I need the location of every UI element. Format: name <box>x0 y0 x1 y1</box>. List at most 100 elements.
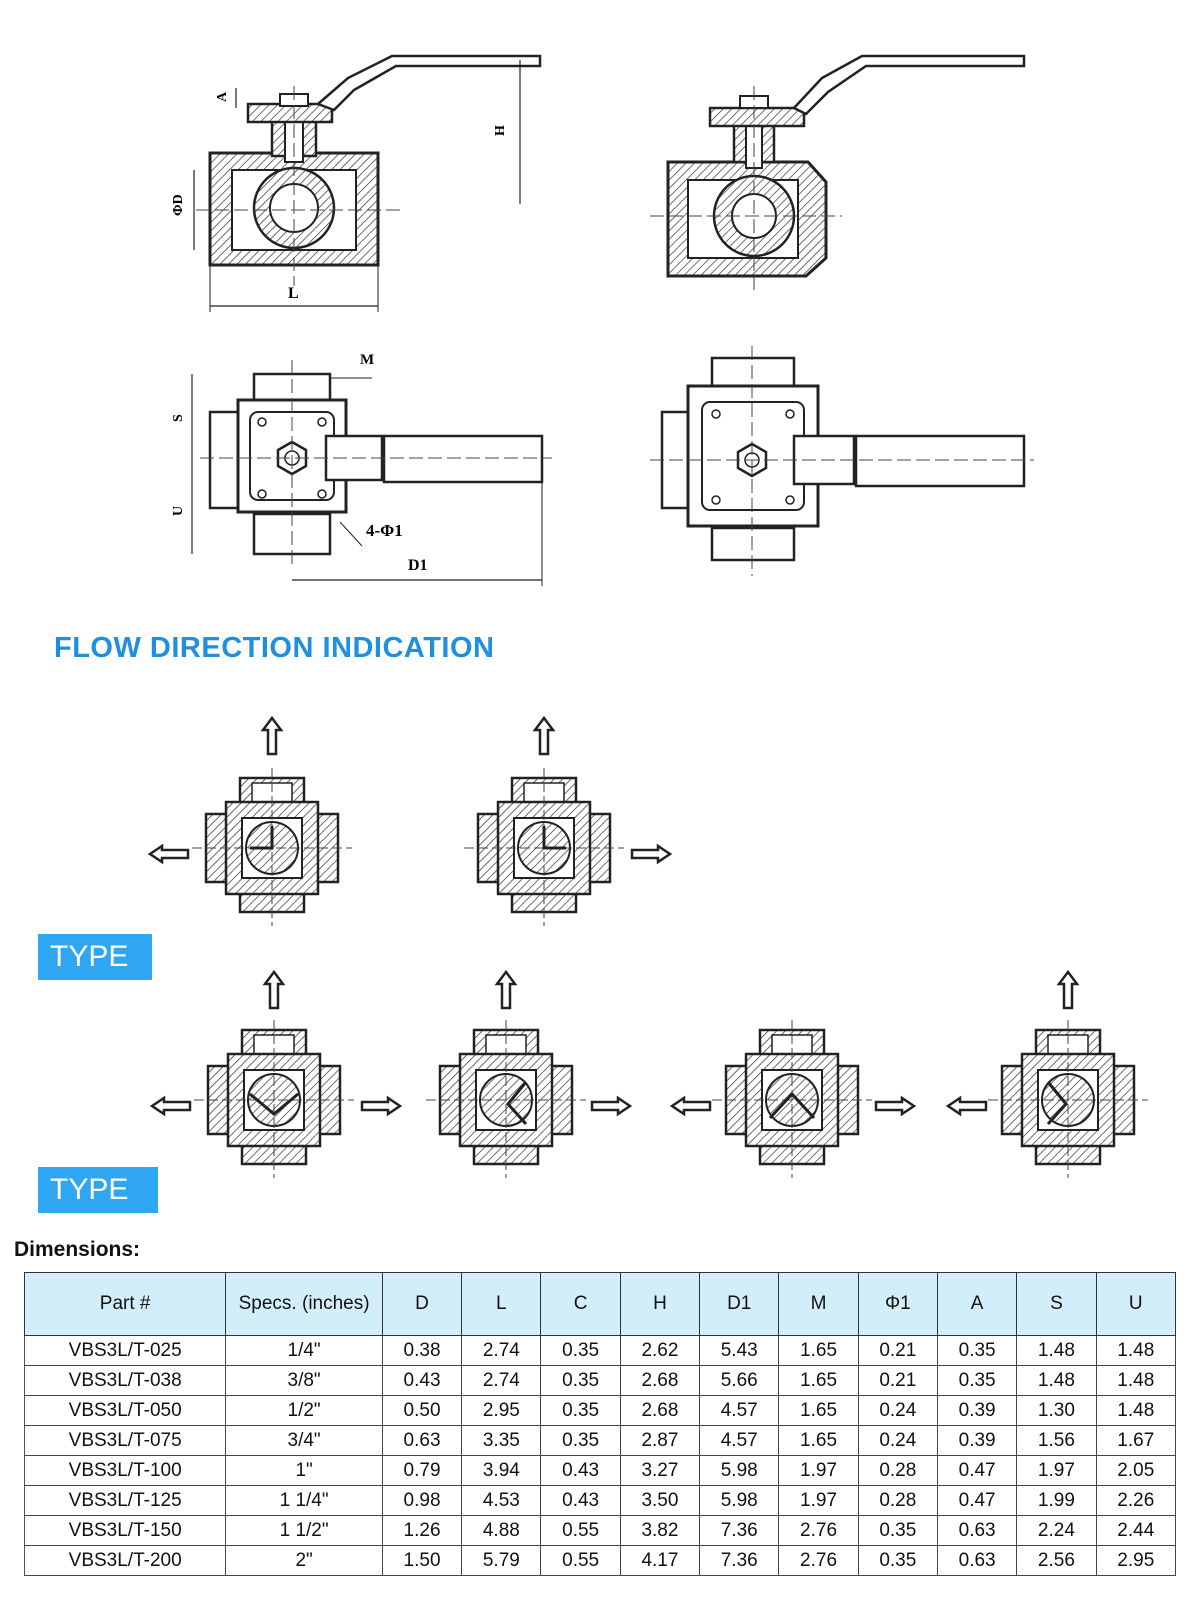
dim-label-d1: D1 <box>408 557 428 574</box>
table-cell: 0.35 <box>857 1545 938 1576</box>
table-cell: 3.27 <box>619 1455 701 1486</box>
valve-side-view-left: A H ΦD L <box>171 54 542 312</box>
dimensions-table: Part # Specs. (inches) D L C H D1 M Φ1 A… <box>23 1272 1177 1576</box>
header-m: M <box>778 1272 859 1336</box>
table-cell: 3.82 <box>619 1515 701 1546</box>
table-cell: 3.94 <box>461 1455 542 1486</box>
table-cell: 2.95 <box>461 1395 542 1426</box>
type-l-valve-2 <box>462 716 672 928</box>
type-t-valve-2 <box>424 970 632 1180</box>
table-cell: VBS3L/T-150 <box>23 1515 227 1546</box>
table-cell: 2.87 <box>619 1425 701 1456</box>
table-cell: 2.68 <box>619 1365 701 1396</box>
header-s: S <box>1016 1272 1097 1336</box>
dimensions-title: Dimensions: <box>14 1238 141 1261</box>
table-cell: 2.76 <box>778 1545 859 1576</box>
table-cell: 3/8" <box>225 1365 383 1396</box>
dim-label-m: M <box>360 352 374 368</box>
table-cell: VBS3L/T-038 <box>23 1365 227 1396</box>
table-cell: 1.30 <box>1016 1395 1097 1426</box>
table-cell: 5.98 <box>699 1455 780 1486</box>
table-cell: 1.67 <box>1095 1425 1177 1456</box>
table-cell: 0.35 <box>540 1335 621 1366</box>
table-cell: VBS3L/T-075 <box>23 1425 227 1456</box>
table-cell: 0.39 <box>936 1395 1018 1426</box>
flow-direction-title: FLOW DIRECTION INDICATION <box>54 632 495 664</box>
table-cell: 4.53 <box>461 1485 542 1516</box>
type-t-badge: TYPE T <box>38 1167 158 1252</box>
table-cell: 1 1/2" <box>225 1515 383 1546</box>
table-cell: 7.36 <box>699 1515 780 1546</box>
dim-label-u: U <box>171 506 186 516</box>
table-cell: 1.26 <box>381 1515 463 1546</box>
table-header-row: Part # Specs. (inches) D L C H D1 M Φ1 A… <box>23 1272 1177 1336</box>
type-l-badge: TYPE L <box>38 934 152 1019</box>
table-cell: 0.43 <box>381 1365 463 1396</box>
dim-label-d: ΦD <box>171 194 186 216</box>
table-cell: 0.21 <box>857 1335 938 1366</box>
table-cell: 0.63 <box>936 1515 1018 1546</box>
table-cell: 0.43 <box>540 1455 621 1486</box>
table-cell: 5.66 <box>699 1365 780 1396</box>
table-cell: 0.24 <box>857 1425 938 1456</box>
valve-side-view-right <box>650 54 1026 292</box>
header-phi1: Φ1 <box>857 1272 938 1336</box>
dim-label-a: A <box>215 91 230 102</box>
table-cell: 1.56 <box>1016 1425 1097 1456</box>
header-l: L <box>461 1272 542 1336</box>
table-cell: 0.28 <box>857 1485 938 1516</box>
table-cell: 0.47 <box>936 1485 1018 1516</box>
table-cell: VBS3L/T-125 <box>23 1485 227 1516</box>
table-cell: 1.97 <box>1016 1455 1097 1486</box>
valve-top-view-right <box>650 346 1034 576</box>
table-cell: 2.62 <box>619 1335 701 1366</box>
table-cell: 4.57 <box>699 1425 780 1456</box>
header-h: H <box>619 1272 701 1336</box>
table-cell: 4.88 <box>461 1515 542 1546</box>
table-cell: 3.35 <box>461 1425 542 1456</box>
table-cell: 1.50 <box>381 1545 463 1576</box>
table-cell: 0.39 <box>936 1425 1018 1456</box>
table-cell: 1.48 <box>1095 1365 1177 1396</box>
header-a: A <box>936 1272 1018 1336</box>
header-d1: D1 <box>699 1272 780 1336</box>
table-cell: 1.65 <box>778 1425 859 1456</box>
header-specs: Specs. (inches) <box>225 1272 383 1336</box>
table-cell: 7.36 <box>699 1545 780 1576</box>
table-cell: 2.44 <box>1095 1515 1177 1546</box>
table-cell: 3/4" <box>225 1425 383 1456</box>
table-cell: 0.63 <box>381 1425 463 1456</box>
type-l-valve-1 <box>148 716 354 928</box>
table-cell: 1 1/4" <box>225 1485 383 1516</box>
table-cell: 2.74 <box>461 1365 542 1396</box>
table-cell: 0.28 <box>857 1455 938 1486</box>
table-cell: 0.43 <box>540 1485 621 1516</box>
type-t-valve-1 <box>150 970 402 1180</box>
table-cell: 1.65 <box>778 1395 859 1426</box>
table-cell: 2.74 <box>461 1335 542 1366</box>
table-cell: 0.38 <box>381 1335 463 1366</box>
header-c: C <box>540 1272 621 1336</box>
table-cell: 0.24 <box>857 1395 938 1426</box>
table-cell: 4.17 <box>619 1545 701 1576</box>
table-cell: VBS3L/T-050 <box>23 1395 227 1426</box>
table-cell: 1.48 <box>1095 1335 1177 1366</box>
table-cell: 3.50 <box>619 1485 701 1516</box>
table-cell: 0.35 <box>857 1515 938 1546</box>
table-cell: 1.97 <box>778 1455 859 1486</box>
table-cell: 2.95 <box>1095 1545 1177 1576</box>
table-cell: 0.47 <box>936 1455 1018 1486</box>
table-cell: 2" <box>225 1545 383 1576</box>
dim-label-phi1: 4-Φ1 <box>366 521 403 540</box>
table-cell: 1.65 <box>778 1335 859 1366</box>
table-cell: 2.68 <box>619 1395 701 1426</box>
table-cell: 2.26 <box>1095 1485 1177 1516</box>
table-cell: 1/4" <box>225 1335 383 1366</box>
table-cell: 2.76 <box>778 1515 859 1546</box>
header-u: U <box>1095 1272 1177 1336</box>
